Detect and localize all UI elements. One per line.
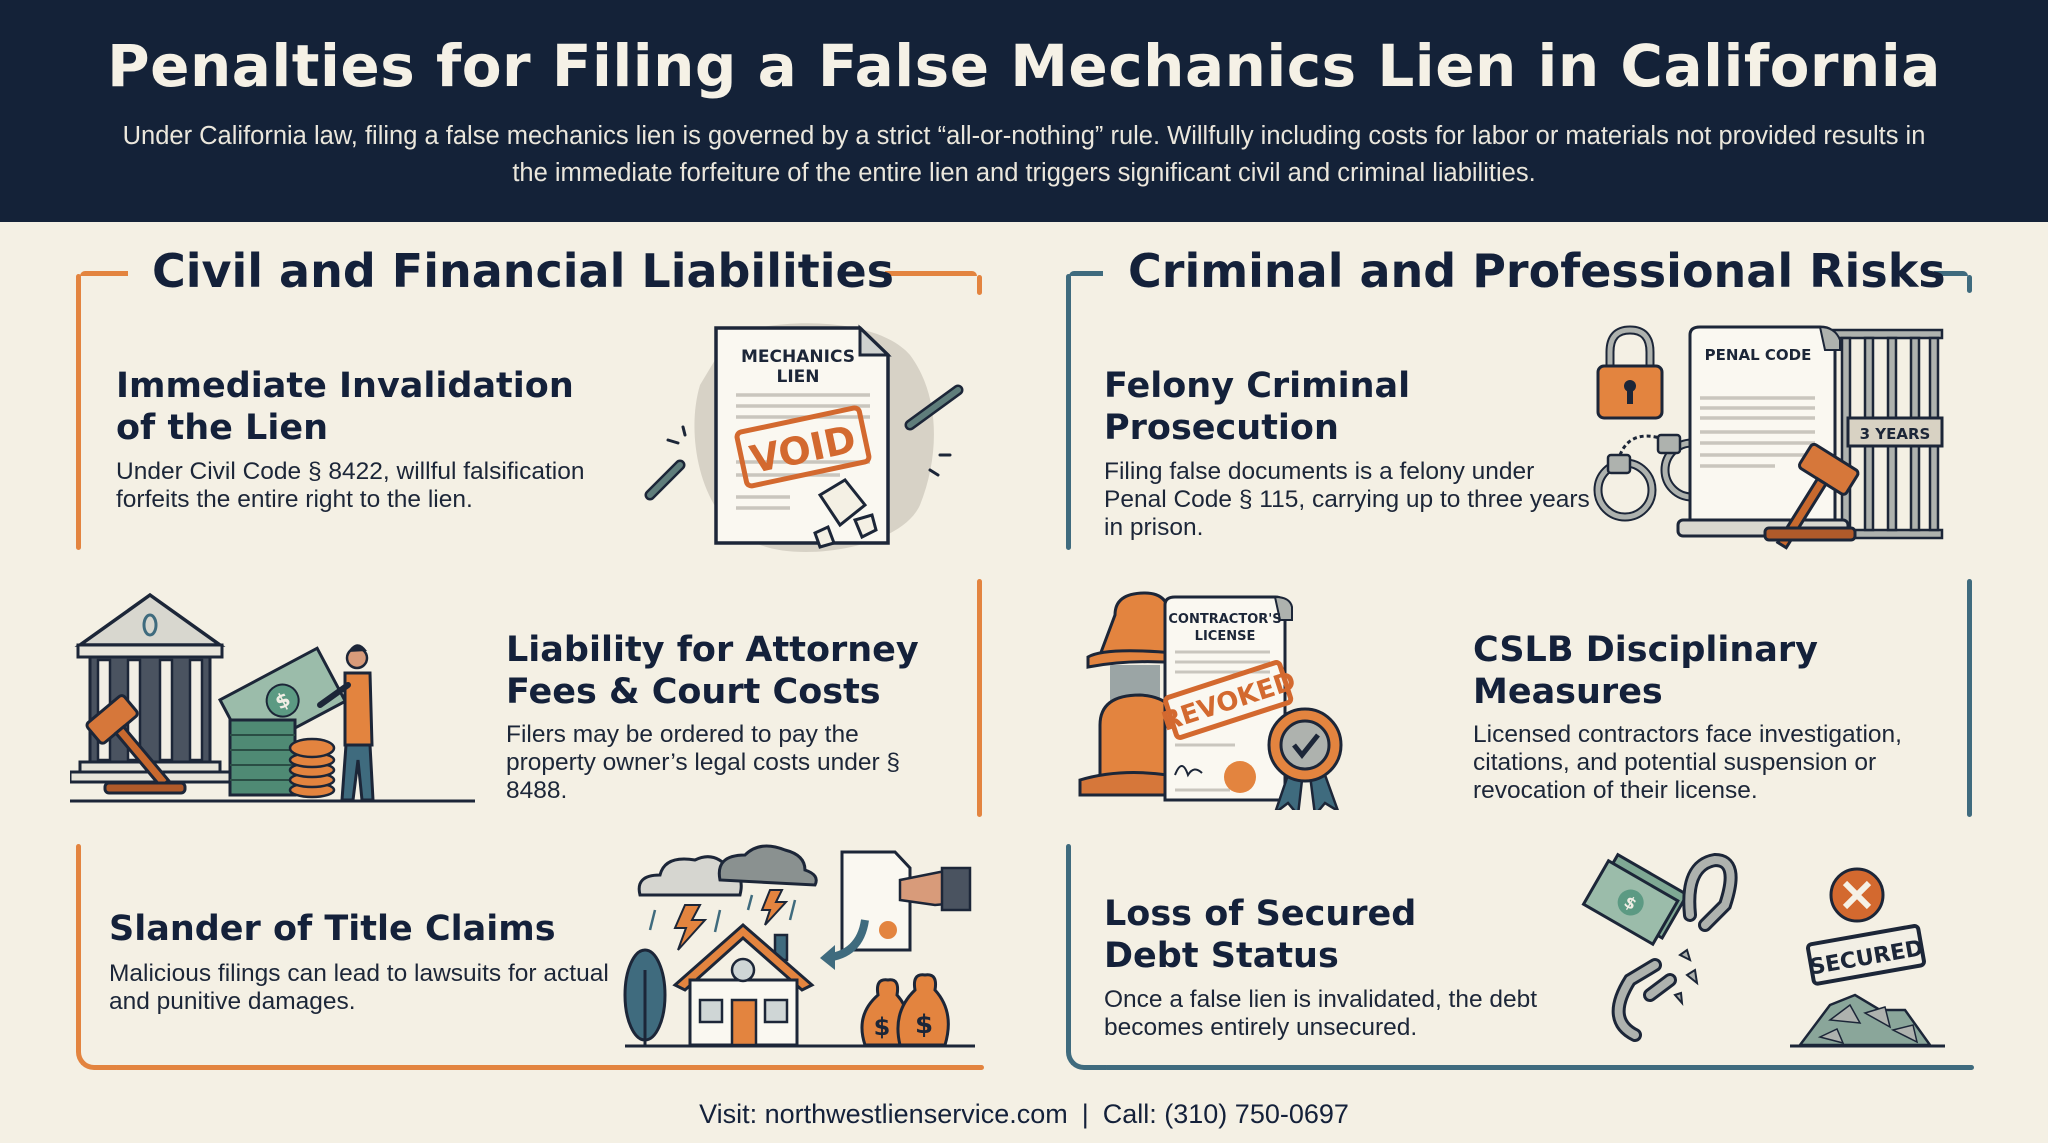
civil-card2-right-line — [977, 579, 982, 817]
svg-text:MECHANICS: MECHANICS — [741, 347, 855, 367]
card-title: Slander of Title Claims — [109, 909, 556, 949]
header-banner: Penalties for Filing a False Mechanics L… — [0, 0, 2048, 222]
storm-house-icon: $ $ — [623, 844, 975, 1048]
criminal-bracket-top-left — [1069, 271, 1103, 276]
page-subtitle: Under California law, filing a false mec… — [122, 122, 1926, 187]
civil-card3-bottom-line — [114, 1065, 984, 1070]
svg-text:PENAL CODE: PENAL CODE — [1705, 346, 1812, 364]
footer-contact: Visit: northwestlienservice.com | Call: (3… — [0, 1099, 2048, 1130]
svg-text:LICENSE: LICENSE — [1195, 629, 1256, 644]
broken-chain-secured-icon: $ SECURED — [1581, 852, 1945, 1048]
svg-text:$: $ — [915, 1010, 933, 1040]
criminal-bracket-left — [1066, 274, 1071, 550]
civil-card3-corner — [76, 1030, 116, 1070]
civil-section-title: Civil and Financial Liabilities — [152, 244, 895, 298]
civil-bracket-top-right — [885, 271, 977, 276]
card-title: CSLB Disciplinary Measures — [1473, 630, 1818, 712]
website-link[interactable]: Visit: northwestlienservice.com — [699, 1099, 1068, 1129]
courthouse-money-icon: $ — [70, 592, 475, 803]
criminal-bracket-right — [1967, 275, 1972, 293]
criminal-section-title: Criminal and Professional Risks — [1128, 244, 1946, 298]
card-body: Licensed contractors face investigation,… — [1473, 721, 1902, 804]
card-title: Loss of Secured Debt Status — [1104, 894, 1417, 976]
card-title: Felony Criminal Prosecution — [1104, 366, 1411, 448]
criminal-bracket-top-right — [1934, 271, 1968, 276]
page-title: Penalties for Filing a False Mechanics L… — [107, 32, 1941, 100]
card-body: Malicious filings can lead to lawsuits f… — [109, 960, 609, 1015]
card-body: Filing false documents is a felony under… — [1104, 458, 1590, 541]
svg-text:LIEN: LIEN — [777, 367, 820, 387]
card-title: Liability for Attorney Fees & Court Cost… — [506, 630, 919, 712]
criminal-card3-corner — [1066, 1030, 1106, 1070]
criminal-card2-right-bar — [1967, 579, 1972, 817]
criminal-card3-left-line — [1066, 844, 1071, 1052]
svg-text:CONTRACTOR'S: CONTRACTOR'S — [1168, 612, 1281, 627]
card-title: Immediate Invalidation of the Lien — [116, 366, 574, 448]
civil-bracket-right — [977, 275, 982, 295]
card-body: Once a false lien is invalidated, the de… — [1104, 986, 1538, 1041]
svg-text:3 YEARS: 3 YEARS — [1860, 425, 1931, 443]
footer-separator: | — [1081, 1099, 1089, 1129]
phone-link[interactable]: Call: (310) 750-0697 — [1102, 1099, 1349, 1129]
civil-card3-left-line — [76, 844, 81, 1052]
card-body: Filers may be ordered to pay the propert… — [506, 721, 901, 804]
revoked-license-icon: CONTRACTOR'S LICENSE REVOKED — [1078, 591, 1343, 810]
penal-code-jail-icon: PENAL CODE 3 YEARS — [1593, 325, 1944, 550]
card-body: Under Civil Code § 8422, willful falsifi… — [116, 458, 585, 513]
civil-bracket-top-left — [80, 271, 128, 276]
civil-bracket-left — [76, 274, 81, 550]
criminal-card3-bottom-line — [1104, 1065, 1974, 1070]
void-lien-document-icon: MECHANICS LIEN VOID — [644, 323, 964, 553]
svg-text:$: $ — [874, 1013, 891, 1041]
